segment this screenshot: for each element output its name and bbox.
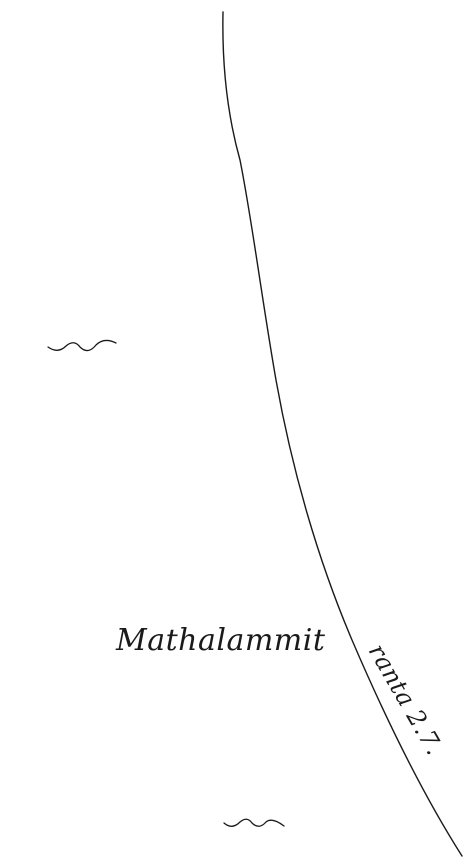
wetland-symbol-icon [223, 818, 285, 827]
place-name-label: Mathalammit [115, 623, 326, 658]
wetland-symbol-icon [47, 339, 117, 352]
shoreline-line [222, 11, 463, 857]
shore-note-label: ranta 2.7. [363, 639, 449, 760]
